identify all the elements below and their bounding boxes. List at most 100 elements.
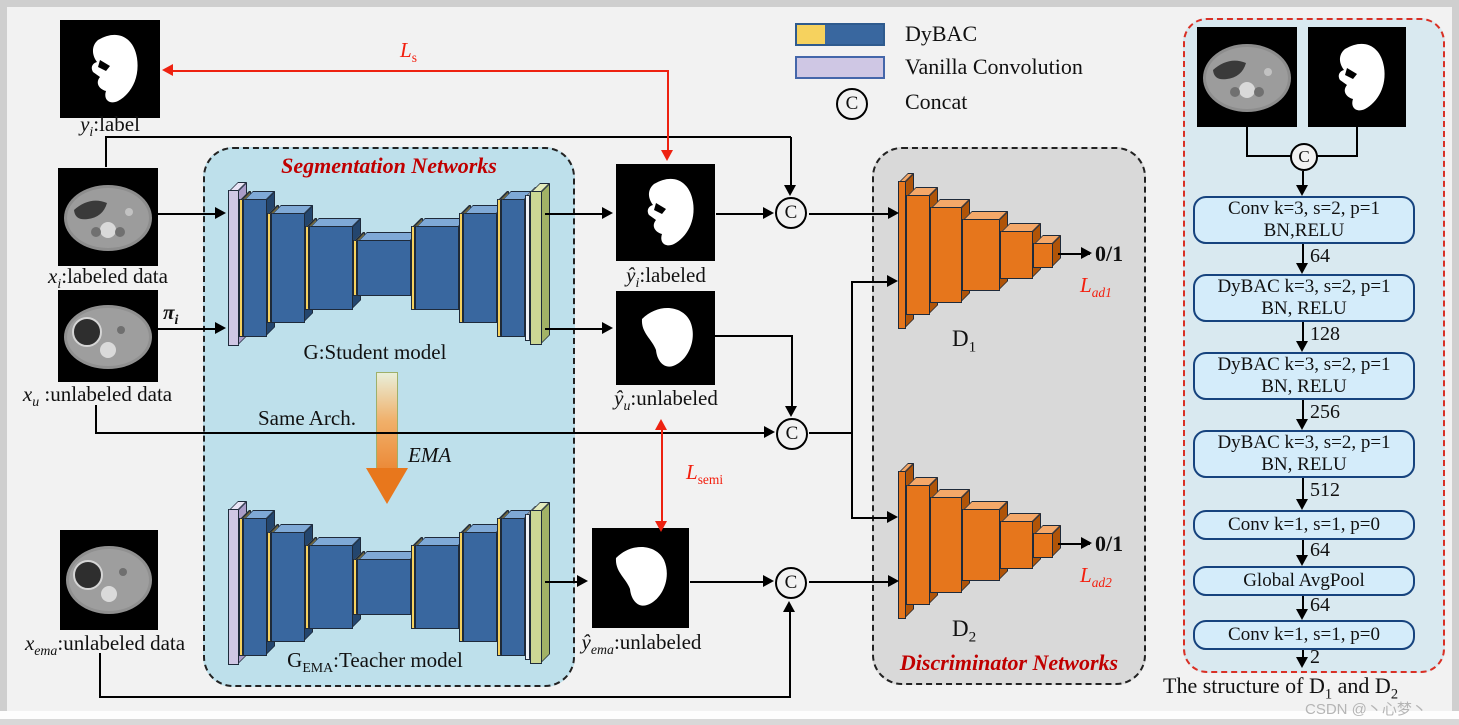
watermark: CSDN @丶心梦丶 — [1305, 701, 1427, 718]
dybac-block — [463, 532, 497, 642]
connector — [1246, 155, 1291, 157]
discriminator-d1 — [898, 180, 1073, 330]
disc-block — [1033, 242, 1053, 268]
label-yhat-ema: ŷema:unlabeled — [581, 630, 702, 658]
disc-block — [930, 207, 962, 303]
layer-line: Global AvgPool — [1243, 570, 1365, 591]
arrowhead — [602, 207, 613, 219]
connector — [1302, 400, 1304, 420]
flow-label: 256 — [1310, 401, 1340, 423]
segmentation-networks-title: Segmentation Networks — [281, 153, 497, 178]
connector — [790, 137, 792, 185]
mask-image-yi — [60, 20, 160, 118]
disc-plate — [898, 181, 906, 329]
connector — [852, 517, 888, 519]
layer-line: DyBAC k=3, s=2, p=1 — [1217, 354, 1391, 375]
vanilla-conv-block — [228, 509, 239, 665]
connector — [690, 581, 764, 583]
connector — [158, 213, 216, 215]
connector — [545, 328, 603, 330]
discriminator-networks-title: Discriminator Networks — [899, 650, 1119, 675]
disc-plate — [898, 471, 906, 619]
struct-layer-6: Global AvgPool — [1193, 566, 1415, 596]
dybac-block — [463, 213, 497, 323]
arrowhead — [783, 601, 795, 612]
label-xema: xema:unlabeled data — [24, 631, 186, 659]
struct-layer-2: DyBAC k=3, s=2, p=1 BN, RELU — [1193, 274, 1415, 322]
layer-line: Conv k=3, s=2, p=1 — [1228, 198, 1380, 219]
label-d1: D1 — [952, 326, 977, 356]
legend-label-concat: Concat — [905, 89, 968, 114]
frame-right — [1452, 0, 1459, 713]
legend-swatch-vanilla — [795, 56, 885, 79]
connector — [158, 328, 216, 330]
label-yhat-i: ŷi:labeled — [626, 263, 706, 291]
arrowhead — [577, 575, 588, 587]
vanilla-lavender-part — [797, 58, 883, 77]
arrowhead — [763, 575, 774, 587]
connector — [1058, 543, 1090, 545]
struct-concat-circle: C — [1290, 143, 1318, 171]
arrowhead — [1296, 263, 1308, 274]
struct-caption: The structure of D1 and D2 — [1163, 673, 1399, 703]
disc-block — [1000, 521, 1033, 569]
connector — [809, 581, 889, 583]
connector — [1058, 253, 1090, 255]
ls-line — [172, 70, 669, 72]
d1-output: 0/1 — [1095, 241, 1124, 266]
dybac-yellow-part — [797, 25, 826, 44]
arrowhead — [1296, 419, 1308, 430]
label-student-model: G:Student model — [303, 340, 447, 364]
connector — [1302, 322, 1304, 342]
arrowhead — [602, 322, 613, 334]
arrowhead — [888, 207, 899, 219]
connector — [809, 213, 889, 215]
layer-line: DyBAC k=3, s=2, p=1 — [1217, 276, 1391, 297]
connector — [99, 653, 101, 698]
layer-line: BN,RELU — [1263, 220, 1345, 241]
arrowhead — [784, 185, 796, 196]
concat-circle-3: C — [775, 567, 807, 599]
d2-output: 0/1 — [1095, 531, 1124, 556]
label-pi: πi — [163, 300, 179, 328]
connector — [95, 432, 765, 434]
loss-ls: Ls — [400, 38, 417, 66]
label-yi: yi:label — [80, 112, 140, 140]
ls-arrowhead — [162, 64, 173, 76]
vanilla-conv-block — [228, 190, 239, 346]
disc-block — [1033, 532, 1053, 558]
ls-line — [667, 70, 669, 150]
concat-letter: C — [1298, 147, 1310, 166]
connector — [95, 405, 97, 433]
concat-letter: C — [785, 423, 799, 444]
arrowhead — [763, 207, 774, 219]
mask-image-yhat-ema — [592, 528, 689, 628]
lsemi-arrowhead — [655, 419, 667, 430]
dybac-block — [501, 199, 525, 337]
label-same-arch: Same Arch. — [258, 406, 356, 430]
ct-image-xi — [58, 168, 158, 266]
struct-layer-3: DyBAC k=3, s=2, p=1 BN, RELU — [1193, 352, 1415, 400]
connector — [715, 335, 793, 337]
frame-bottom-gray — [0, 719, 1459, 725]
legend-concat-icon: C — [836, 88, 868, 120]
mask-image-yhat-i — [616, 164, 715, 261]
connector — [716, 213, 764, 215]
d-structure-box — [1183, 18, 1445, 673]
connector — [1356, 127, 1358, 157]
connector — [1302, 478, 1304, 500]
arrowhead — [1296, 185, 1308, 196]
struct-layer-4: DyBAC k=3, s=2, p=1 BN, RELU — [1193, 430, 1415, 478]
dybac-block — [243, 199, 267, 337]
concat-letter: C — [784, 572, 798, 593]
struct-layer-1: Conv k=3, s=2, p=1 BN,RELU — [1193, 196, 1415, 244]
teacher-unet — [228, 497, 558, 677]
lsemi-arrowhead — [655, 521, 667, 532]
loss-semi: Lsemi — [686, 460, 724, 488]
struct-ct-image — [1197, 27, 1297, 127]
dybac-block — [415, 226, 459, 310]
connector — [1302, 540, 1304, 556]
lsemi-line — [661, 430, 663, 522]
arrowhead — [215, 322, 226, 334]
label-yhat-u: ŷu:unlabeled — [614, 386, 718, 414]
